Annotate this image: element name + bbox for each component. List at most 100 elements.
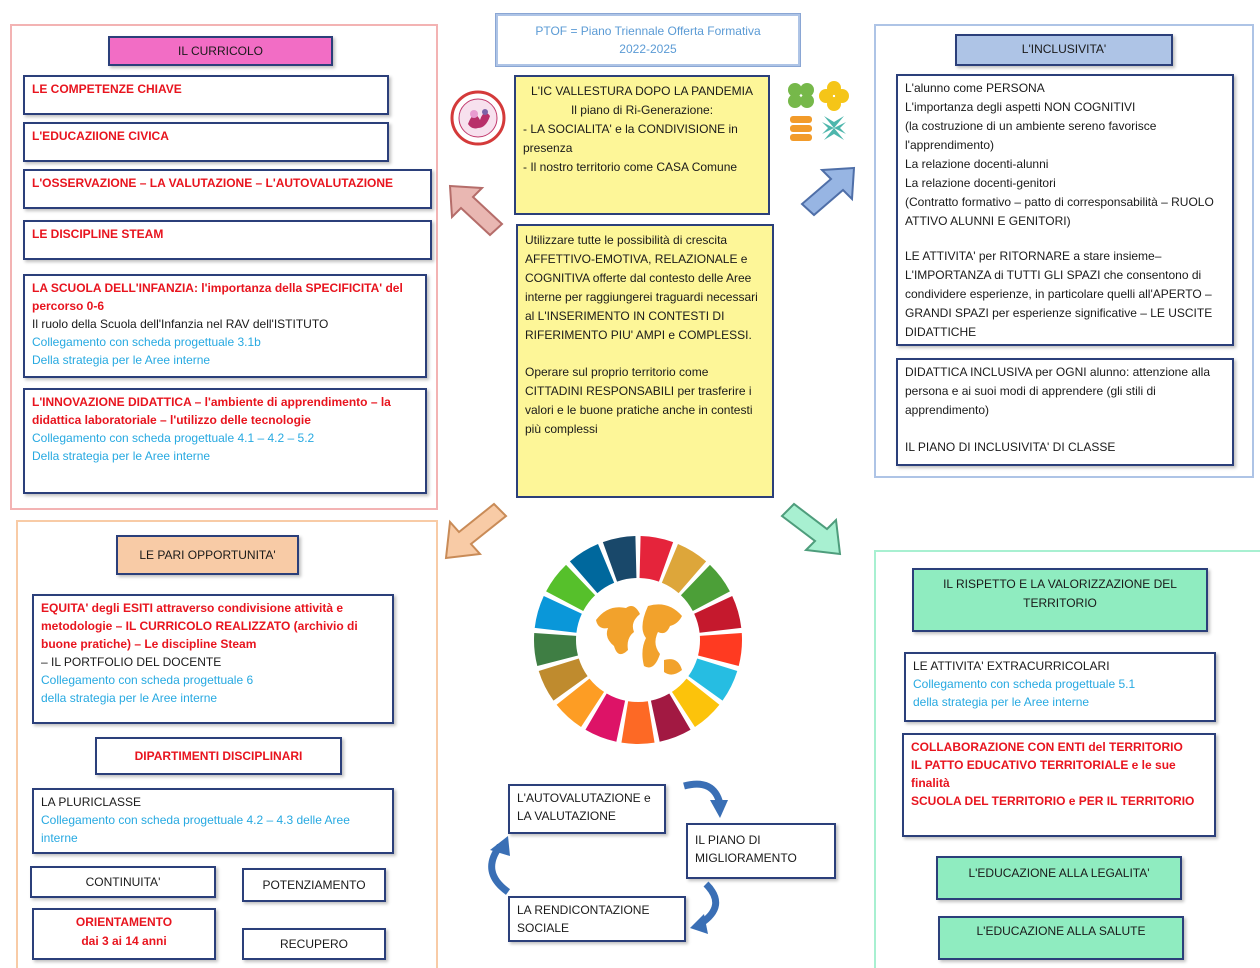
arrow-up-right-icon — [800, 166, 856, 217]
scuola-territorio: SCUOLA DEL TERRITORIO e PER IL TERRITORI… — [911, 794, 1195, 808]
innovazione-box: L'INNOVAZIONE DIDATTICA – l'ambiente di … — [23, 388, 427, 494]
sdg-segment — [569, 543, 615, 594]
pluriclasse-link[interactable]: Collegamento con scheda progettuale 4.2 … — [41, 813, 350, 845]
collaborazione-enti: COLLABORAZIONE CON ENTI del TERRITORIO — [911, 740, 1183, 754]
collaborazione-box: COLLABORAZIONE CON ENTI del TERRITORIO I… — [902, 733, 1216, 837]
arrow-down-left-icon — [444, 502, 508, 560]
utilizzare-paragraph: Utilizzare tutte le possibilità di cresc… — [525, 233, 758, 342]
recupero-box: RECUPERO — [242, 928, 386, 960]
cycle-arrow-right-icon — [690, 881, 719, 934]
equita-box: EQUITA' degli ESITI attraverso condivisi… — [32, 594, 394, 724]
sdg-segment — [698, 632, 742, 666]
didattica-inclusiva-text: DIDATTICA INCLUSIVA per OGNI alunno: att… — [905, 365, 1211, 417]
extracurricolari-link-strategia[interactable]: della strategia per le Aree interne — [913, 695, 1090, 709]
rendicontazione-box: LA RENDICONTAZIONE SOCIALE — [508, 896, 686, 942]
autovalutazione-box: L'AUTOVALUTAZIONE e LA VALUTAZIONE — [508, 784, 666, 834]
sdg-segment — [639, 536, 674, 582]
ic-title: L'IC VALLESTURA DOPO LA PANDEMIA — [531, 84, 753, 98]
curricolo-header: IL CURRICOLO — [108, 36, 333, 66]
piano-inclusivita-text: IL PIANO DI INCLUSIVITA' DI CLASSE — [905, 440, 1116, 454]
utilizzare-box: Utilizzare tutte le possibilità di cresc… — [516, 224, 774, 498]
pari-opportunita-panel — [16, 520, 438, 968]
sdg-segment — [694, 595, 742, 633]
ptof-years: 2022-2025 — [619, 42, 677, 56]
innovazione-link-strategia[interactable]: Della strategia per le Aree interne — [32, 449, 211, 463]
inclusivita-attivita: LE ATTIVITA' per RITORNARE a stare insie… — [905, 249, 1213, 339]
inclusivita-line-6: (Contratto formativo – patto di correspo… — [905, 195, 1214, 228]
ic-piano: Il piano di Ri-Generazione: — [570, 103, 714, 117]
potenziamento-box: POTENZIAMENTO — [242, 868, 386, 902]
arrow-down-right-icon — [780, 502, 842, 556]
innovazione-title: L'INNOVAZIONE DIDATTICA – l'ambiente di … — [32, 395, 391, 427]
extracurricolari-link-scheda[interactable]: Collegamento con scheda progettuale 5.1 — [913, 677, 1136, 691]
ic-territorio: - Il nostro territorio come CASA Comune — [523, 160, 738, 174]
sdg-globe-land — [596, 604, 682, 675]
sdg-segment — [650, 693, 691, 742]
equita-text: EQUITA' degli ESITI attraverso condivisi… — [41, 601, 358, 651]
patto-educativo: IL PATTO EDUCATIVO TERRITORIALE e le sue… — [911, 758, 1176, 790]
portfolio-text: – IL PORTFOLIO DEL DOCENTE — [41, 655, 222, 669]
orientamento-range: dai 3 ai 14 anni — [81, 934, 167, 948]
sdg-segment — [688, 658, 738, 701]
inclusivita-line-1: L'alunno come PERSONA — [905, 81, 1045, 95]
equita-link-scheda[interactable]: Collegamento con scheda progettuale 6 — [41, 673, 254, 687]
osservazione-box: L'OSSERVAZIONE – LA VALUTAZIONE – L'AUTO… — [23, 169, 432, 209]
ic-socialita: - LA SOCIALITA' e la CONDIVISIONE in pre… — [523, 122, 738, 155]
dipartimenti-box: DIPARTIMENTI DISCIPLINARI — [95, 737, 342, 775]
continuita-box: CONTINUITA' — [30, 866, 216, 898]
steam-box: LE DISCIPLINE STEAM — [23, 220, 432, 260]
didattica-inclusiva-box: DIDATTICA INCLUSIVA per OGNI alunno: att… — [896, 358, 1234, 466]
ptof-title: PTOF = Piano Triennale Offerta Formativa — [535, 24, 761, 38]
orientamento-title: ORIENTAMENTO — [75, 915, 173, 929]
curricolo-panel — [10, 24, 438, 510]
inclusivita-line-3: (la costruzione di un ambiente sereno fa… — [905, 119, 1157, 152]
extracurricolari-title: LE ATTIVITA' EXTRACURRICOLARI — [913, 659, 1110, 673]
sdg-segment — [556, 678, 605, 728]
legalita-box: L'EDUCAZIONE ALLA LEGALITA' — [936, 856, 1182, 900]
infanzia-link-scheda[interactable]: Collegamento con scheda progettuale 3.1b — [32, 335, 261, 349]
equita-link-strategia[interactable]: della strategia per le Aree interne — [41, 691, 218, 705]
sdg-segment — [585, 693, 626, 742]
territorio-header-text: IL RISPETTO E LA VALORIZZAZIONE DEL TERR… — [943, 577, 1177, 610]
cycle-arrow-top-icon — [683, 780, 728, 818]
orientamento-box: ORIENTAMENTO dai 3 ai 14 anni — [32, 908, 216, 960]
school-logo-icon — [450, 90, 506, 146]
inclusivita-line-4: La relazione docenti-alunni — [905, 157, 1049, 171]
salute-box: L'EDUCAZIONE ALLA SALUTE — [938, 916, 1184, 960]
territorio-header: IL RISPETTO E LA VALORIZZAZIONE DEL TERR… — [912, 568, 1208, 632]
sdg-segment — [680, 564, 730, 611]
operare-paragraph: Operare sul proprio territorio come CITT… — [525, 365, 753, 436]
pluriclasse-title: LA PLURICLASSE — [41, 795, 142, 809]
inclusivita-persona-box: L'alunno come PERSONA L'importanza degli… — [896, 74, 1234, 346]
sdg-segment — [621, 701, 655, 744]
piano-miglioramento-box: IL PIANO DI MIGLIORAMENTO — [686, 823, 836, 879]
infanzia-box: LA SCUOLA DELL'INFANZIA: l'importanza de… — [23, 274, 427, 378]
territorio-panel — [874, 550, 1260, 968]
sdg-wheel-icon — [534, 536, 742, 744]
sdg-segment — [661, 543, 707, 594]
flower-logo-icon — [788, 81, 849, 141]
inclusivita-panel — [874, 24, 1254, 478]
sdg-segment — [534, 632, 578, 666]
infanzia-link-strategia[interactable]: Della strategia per le Aree interne — [32, 353, 211, 367]
arrow-up-left-icon — [448, 184, 504, 237]
innovazione-link-scheda[interactable]: Collegamento con scheda progettuale 4.1 … — [32, 431, 315, 445]
inclusivita-line-2: L'importanza degli aspetti NON COGNITIVI — [905, 100, 1136, 114]
extracurricolari-box: LE ATTIVITA' EXTRACURRICOLARI Collegamen… — [904, 652, 1216, 722]
inclusivita-header: L'INCLUSIVITA' — [955, 34, 1173, 66]
sdg-segment — [546, 564, 596, 611]
ic-vallestura-box: L'IC VALLESTURA DOPO LA PANDEMIA Il pian… — [514, 75, 770, 215]
educazione-civica-box: L'EDUCAZIIONE CIVICA — [23, 122, 389, 162]
ptof-title-box: PTOF = Piano Triennale Offerta Formativa… — [496, 14, 800, 66]
inclusivita-line-5: La relazione docenti-genitori — [905, 176, 1056, 190]
infanzia-title: LA SCUOLA DELL'INFANZIA: l'importanza de… — [32, 281, 403, 313]
pluriclasse-box: LA PLURICLASSE Collegamento con scheda p… — [32, 788, 394, 854]
competenze-chiave-box: LE COMPETENZE CHIAVE — [23, 75, 389, 115]
infanzia-text: Il ruolo della Scuola dell'Infanzia nel … — [32, 317, 329, 331]
sdg-segment — [602, 536, 637, 582]
pari-opportunita-header: LE PARI OPPORTUNITA' — [116, 535, 299, 575]
cycle-arrow-left-icon — [488, 836, 511, 895]
sdg-globe — [584, 586, 692, 694]
sdg-segment — [671, 678, 720, 728]
sdg-segment — [538, 658, 588, 701]
